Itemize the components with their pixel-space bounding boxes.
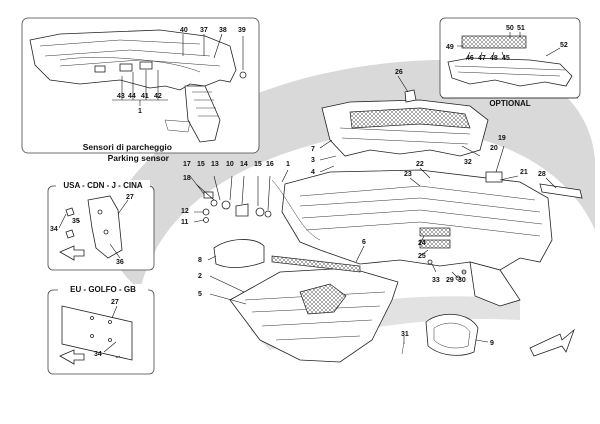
callout-35: 35 [72, 218, 80, 225]
callout-49: 49 [446, 44, 454, 51]
callout-36: 36 [116, 259, 124, 266]
inset-eu-golfo-gb: EU - GOLFO - GB 27 34 [47, 284, 155, 375]
callout-23: 23 [404, 171, 412, 178]
callout-25: 25 [418, 253, 426, 260]
callout-5: 5 [198, 291, 202, 298]
callout-22: 22 [416, 161, 424, 168]
callout-44: 44 [128, 93, 136, 100]
callout-33: 33 [432, 277, 440, 284]
callout-27-usa: 27 [126, 194, 134, 201]
callout-27-eu: 27 [111, 299, 119, 306]
callout-6: 6 [362, 239, 366, 246]
callout-43: 43 [117, 93, 125, 100]
callout-21: 21 [520, 169, 528, 176]
callout-31: 31 [401, 331, 409, 338]
callout-17: 17 [183, 161, 191, 168]
callout-14: 14 [240, 161, 248, 168]
callout-30: 30 [458, 277, 466, 284]
callout-19: 19 [498, 135, 506, 142]
callout-11: 11 [181, 219, 189, 226]
callout-28: 28 [538, 171, 546, 178]
callout-26: 26 [395, 69, 403, 76]
callout-20: 20 [490, 145, 498, 152]
callout-52: 52 [560, 42, 568, 49]
callout-10: 10 [226, 161, 234, 168]
callout-1-main: 1 [286, 161, 290, 168]
callout-41: 41 [141, 93, 149, 100]
caption-parking-en: Parking sensor [108, 153, 170, 163]
caption-parking-it: Sensori di parcheggio [83, 142, 172, 152]
callout-9: 9 [490, 340, 494, 347]
callout-40: 40 [180, 27, 188, 34]
callout-13: 13 [211, 161, 219, 168]
caption-eu: EU - GOLFO - GB [70, 285, 136, 294]
callout-18: 18 [183, 175, 191, 182]
inset-parking-sensor: 40 37 38 39 43 44 41 42 1 [21, 17, 260, 154]
callout-8: 8 [198, 257, 202, 264]
callout-39: 39 [238, 27, 246, 34]
callout-38: 38 [219, 27, 227, 34]
caption-optional: OPTIONAL [489, 99, 530, 108]
callout-45: 45 [502, 55, 510, 62]
callout-7: 7 [311, 146, 315, 153]
callout-34-usa: 34 [50, 226, 58, 233]
callout-34-eu: 34 [94, 351, 102, 358]
caption-usa: USA - CDN - J - CINA [63, 181, 142, 190]
callout-12: 12 [181, 208, 189, 215]
callout-3: 3 [311, 157, 315, 164]
callout-32: 32 [464, 159, 472, 166]
callout-42: 42 [154, 93, 162, 100]
callout-2: 2 [198, 273, 202, 280]
callout-48: 48 [490, 55, 498, 62]
callout-29: 29 [446, 277, 454, 284]
callout-16: 16 [266, 161, 274, 168]
callout-37: 37 [200, 27, 208, 34]
inset-usa-cdn-j-cina: USA - CDN - J - CINA 27 35 34 36 [47, 180, 155, 271]
callout-47: 47 [478, 55, 486, 62]
callout-51: 51 [517, 25, 525, 32]
main-bumper-assembly: 26 7 3 4 19 20 22 23 32 21 28 17 15 13 1… [181, 69, 583, 363]
callout-50: 50 [506, 25, 514, 32]
callout-4: 4 [311, 169, 315, 176]
callout-46: 46 [466, 55, 474, 62]
callout-15b: 15 [254, 161, 262, 168]
inset-optional: 50 51 49 46 47 48 45 52 OPTIONAL [439, 17, 581, 108]
callout-1-inset: 1 [138, 108, 142, 115]
callout-24: 24 [418, 240, 426, 247]
callout-15: 15 [197, 161, 205, 168]
